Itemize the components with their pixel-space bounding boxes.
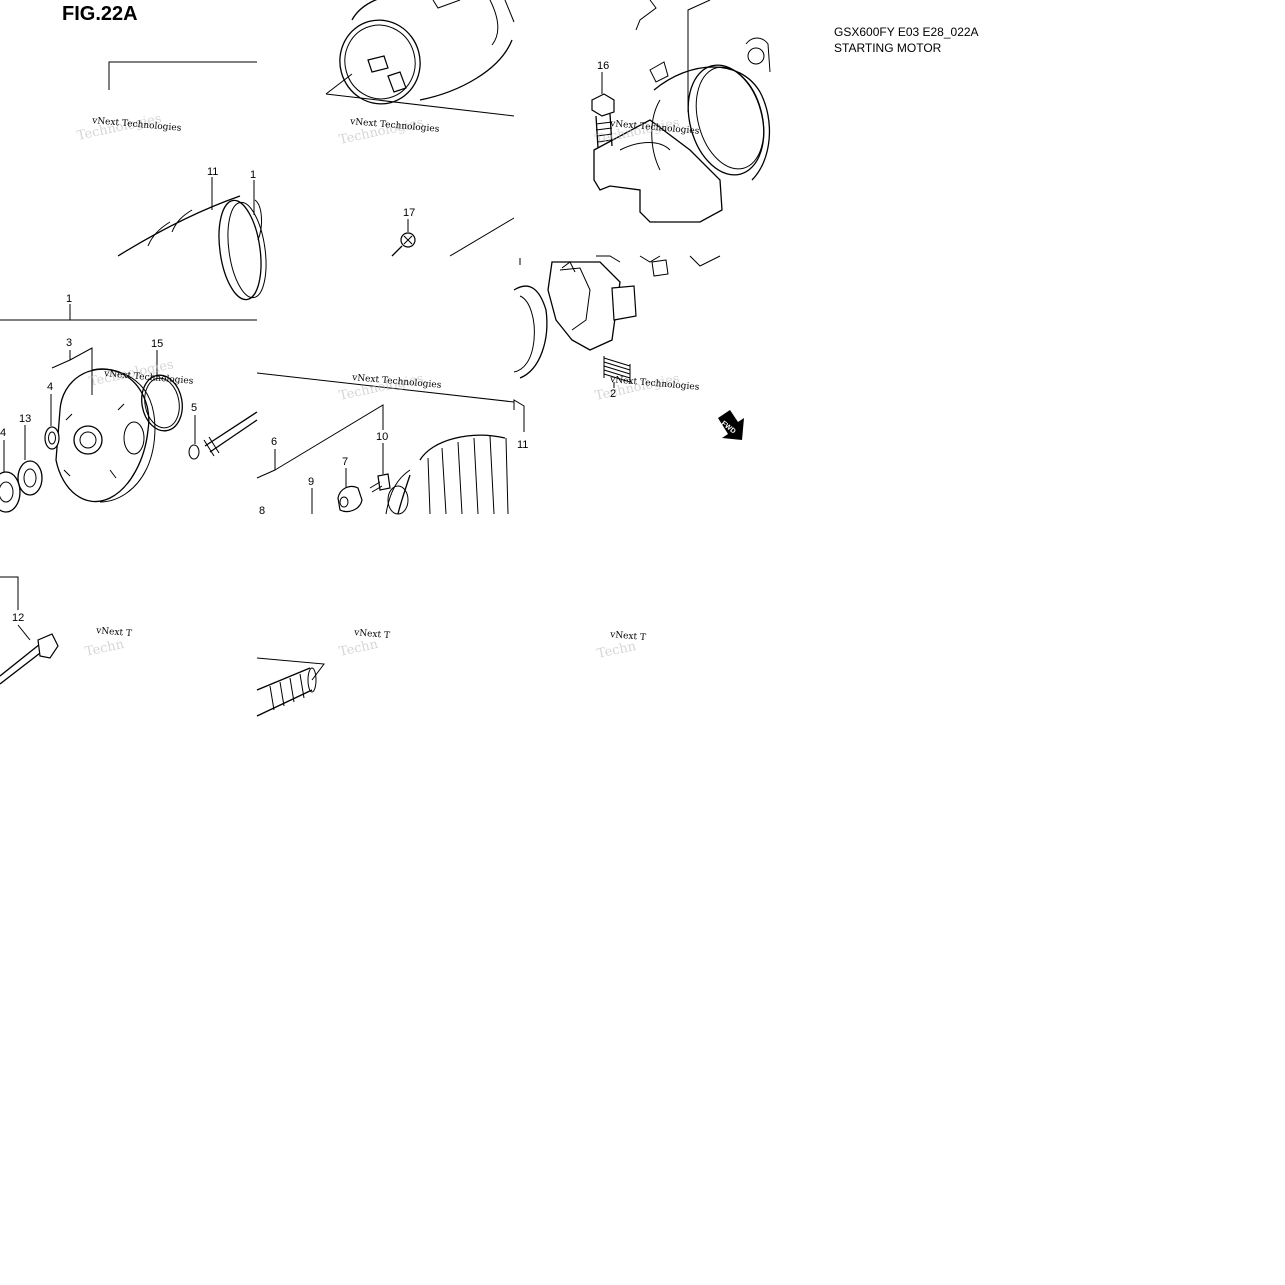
motor-case-part: [117, 195, 267, 301]
brush-cap-part: [337, 485, 363, 513]
part-label: 3: [66, 337, 72, 349]
tile-top-middle: Technologies vNext Technologies Technolo…: [256, 0, 525, 717]
small-screw-part: [377, 473, 391, 491]
bolt-part: [203, 411, 258, 457]
part-label: 13: [19, 413, 31, 425]
part-label: 16: [597, 60, 609, 72]
part-label: 11: [207, 166, 218, 178]
part-number-labels: 11 1 1 3 15 4 5 13 4 12 17 10 6 7 9 8 11…: [0, 60, 616, 624]
part-label: 1: [250, 169, 256, 181]
housing-end-part: [593, 37, 771, 223]
mounting-bolt-part: [591, 93, 615, 149]
part-label: 8: [259, 505, 265, 517]
shaft-part: [256, 667, 317, 717]
part-label: 1: [66, 293, 72, 305]
watermark-ghost: Techn: [596, 639, 638, 662]
spring-part: [603, 356, 631, 384]
through-bolt-part: [0, 633, 59, 685]
yoke-housing-part: [339, 0, 515, 105]
part-label: 10: [376, 431, 388, 443]
watermark-ghost: Techn: [338, 637, 380, 660]
part-label: 9: [308, 476, 314, 488]
part-label: 12: [12, 612, 24, 624]
washer-part: [17, 460, 43, 496]
part-label: 17: [403, 207, 415, 219]
bushing-part: [44, 426, 60, 450]
brush-holder-part: [513, 255, 721, 379]
model-code: GSX600FY E03 E28_022A: [834, 25, 979, 39]
watermark: vNext T: [609, 630, 647, 643]
part-label: 2: [610, 388, 616, 400]
watermark: vNext T: [353, 628, 391, 641]
tile-top-left: Technologies vNext Technologies Technolo…: [0, 61, 267, 685]
screw-part: [391, 232, 416, 257]
part-label: 4: [47, 381, 53, 393]
figure-title: FIG.22A: [62, 3, 138, 25]
tile-top-right: FWD Technologies vNext Technologies Tech…: [513, 0, 771, 662]
watermark-ghost: Techn: [84, 637, 126, 660]
part-label: 5: [191, 402, 197, 414]
part-label: 15: [151, 338, 163, 350]
end-cover-part: [55, 368, 156, 503]
watermark: vNext T: [95, 626, 133, 639]
section-name: STARTING MOTOR: [834, 41, 942, 55]
part-label: 4: [0, 427, 6, 439]
part-label: 6: [271, 436, 277, 448]
part-label: 11: [517, 439, 528, 451]
part-label: 7: [342, 456, 348, 468]
armature-part: [385, 434, 509, 515]
fwd-arrow-icon: FWD: [718, 410, 744, 440]
